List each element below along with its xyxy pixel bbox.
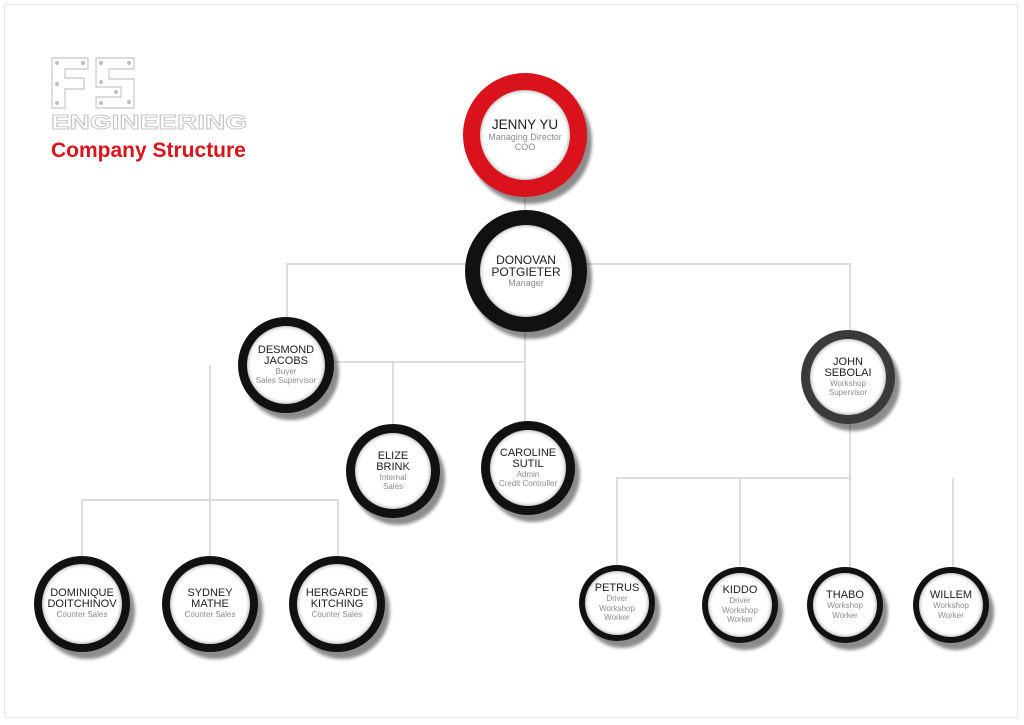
node-role: Internal Sales [379, 472, 407, 492]
connector-donovan-branch [286, 263, 851, 334]
connector-desmond-counter [81, 365, 339, 560]
node-name: ELIZE BRINK [376, 449, 410, 473]
node-caroline-sutil: CAROLINE SUTIL Admin Credit Controller [481, 421, 575, 515]
node-elize-brink: ELIZE BRINK Internal Sales [346, 424, 440, 518]
node-name: CAROLINE SUTIL [499, 446, 557, 470]
node-role: Workshop Supervisor [828, 378, 868, 398]
node-name: SYDNEY MATHE [187, 587, 233, 611]
node-name: DONOVAN POTGIETER [491, 252, 561, 279]
node-name: DESMOND JACOBS [257, 343, 315, 367]
node-role: Driver Workshop Worker [599, 594, 635, 623]
node-role: Manager [508, 277, 544, 288]
page-title: Company Structure [51, 139, 246, 162]
node-role: Workshop Worker [827, 601, 863, 620]
node-name: HERGARDE KITCHING [305, 587, 369, 611]
node-petrus: PETRUS Driver Workshop Worker [579, 565, 655, 641]
node-desmond-jacobs: DESMOND JACOBS Buyer Sales Supervisor [238, 317, 334, 413]
node-john-sebolai: JOHN SEBOLAI Workshop Supervisor [801, 330, 895, 424]
node-role: Admin Credit Controller [498, 469, 558, 489]
node-role: Counter Sales [311, 610, 363, 620]
node-name: WILLEM [929, 589, 973, 601]
node-role: Workshop Worker [933, 601, 969, 620]
node-thabo: THABO Workshop Worker [807, 567, 883, 643]
node-dominique-doitchinov: DOMINIQUE DOITCHINOV Counter Sales [34, 556, 130, 652]
node-name: JOHN SEBOLAI [824, 355, 872, 379]
node-name: KIDDO [722, 584, 758, 597]
connector-donovan-children [334, 330, 526, 428]
node-donovan-potgieter: DONOVAN POTGIETER Manager [465, 210, 587, 332]
node-sydney-mathe: SYDNEY MATHE Counter Sales [162, 556, 258, 652]
node-kiddo: KIDDO Driver Workshop Worker [702, 567, 778, 643]
node-role: Buyer Sales Supervisor [255, 366, 317, 386]
node-name: DOMINIQUE DOITCHINOV [47, 587, 117, 611]
node-name: THABO [826, 589, 864, 601]
node-role: Counter Sales [184, 610, 236, 620]
fs-engineering-logo: ENGINEERING [51, 57, 247, 134]
node-jenny-yu: JENNY YU Managing Director COO [463, 73, 587, 197]
node-role: Counter Sales [56, 610, 108, 620]
node-name: JENNY YU [491, 116, 559, 132]
node-role: Managing Director COO [488, 131, 562, 153]
connector-john-workshop [616, 410, 954, 568]
node-hergarde-kitching: HERGARDE KITCHING Counter Sales [289, 556, 385, 652]
node-willem: WILLEM Workshop Worker [913, 567, 989, 643]
svg-text:ENGINEERING: ENGINEERING [51, 111, 247, 134]
node-name: PETRUS [594, 582, 640, 595]
node-role: Driver Workshop Worker [722, 596, 758, 625]
